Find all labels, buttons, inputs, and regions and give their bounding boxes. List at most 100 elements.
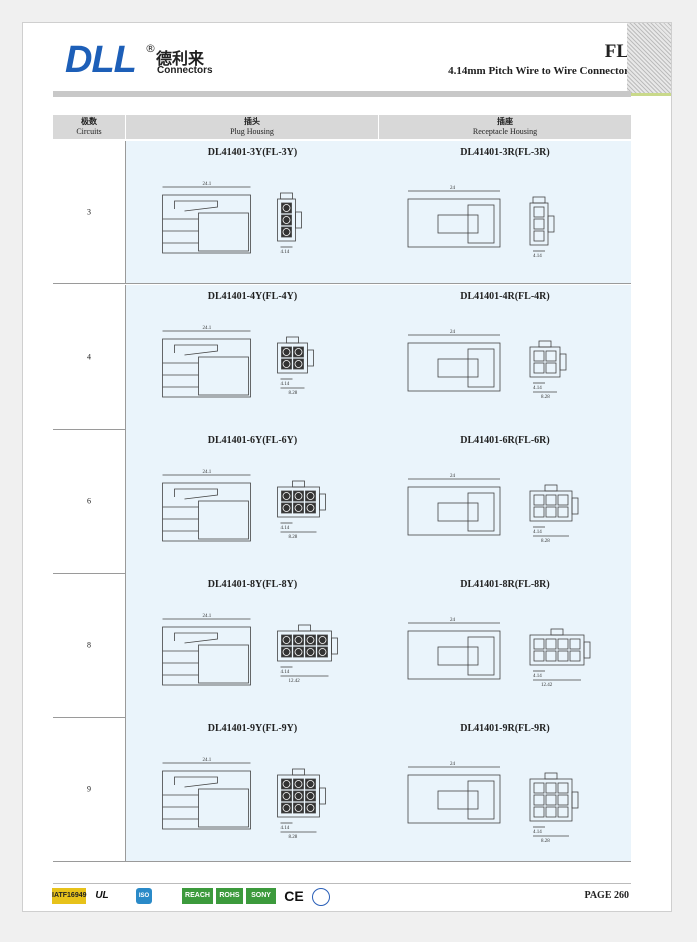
svg-text:8.28: 8.28 (541, 539, 550, 544)
logo-wordmark: DLL (65, 39, 137, 81)
circuits-cell: 6 (53, 429, 125, 573)
circuits-value: 8 (87, 640, 91, 650)
receptacle-cell: DL41401-4R(FL-4R) 24 4.14 8.28 (379, 285, 631, 429)
header-circuits: 极数 Circuits (53, 115, 125, 139)
circuits-cell: 8 (53, 573, 125, 717)
plug-drawing: 24.1 4.14 8.28 (162, 470, 326, 542)
plug-part-number: DL41401-9Y(FL-9Y) (207, 723, 298, 734)
cqc-icon (312, 888, 330, 906)
receptacle-part-number: DL41401-6R(FL-6R) (460, 435, 550, 446)
receptacle-drawing: 24 4.14 8.28 (407, 330, 567, 400)
svg-text:8.28: 8.28 (541, 395, 550, 400)
logo-subtext: Connectors (157, 65, 213, 76)
svg-text:12.42: 12.42 (289, 679, 301, 684)
svg-text:24.1: 24.1 (203, 326, 212, 331)
plug-cell: DL41401-8Y(FL-8Y) 24.1 4.14 12.42 (125, 573, 380, 717)
svg-text:12.42: 12.42 (541, 683, 553, 688)
corner-hatch (627, 23, 671, 93)
iso-icon: ISO (136, 888, 152, 904)
plug-drawing: 24.1 4.14 8.28 (162, 326, 314, 398)
header-circuits-cn: 极数 (81, 117, 97, 126)
plug-drawing: 24.1 4.14 (162, 182, 302, 255)
receptacle-drawing: 24 4.14 12.42 (407, 618, 591, 688)
svg-text:8.28: 8.28 (289, 535, 298, 540)
page-number: PAGE 260 (584, 890, 629, 901)
table-row: 3 DL41401-3Y(FL-3Y) 24.1 4.14 DL41401-3R(FL-… (53, 141, 631, 284)
reach-badge: REACH (182, 888, 213, 904)
svg-text:8.28: 8.28 (289, 391, 298, 396)
svg-text:4.14: 4.14 (281, 826, 290, 831)
svg-text:4.14: 4.14 (533, 830, 542, 835)
plug-cell: DL41401-6Y(FL-6Y) 24.1 4.14 8.28 (125, 429, 380, 573)
svg-text:24: 24 (450, 330, 456, 335)
header-rec-en: Receptacle Housing (472, 127, 538, 136)
iatf-badge: IATF16949 (52, 888, 87, 904)
plug-part-number: DL41401-8Y(FL-8Y) (207, 579, 298, 590)
rohs-badge: ROHS (216, 888, 243, 904)
header-plug-cn: 插头 (244, 117, 260, 126)
receptacle-drawing: 24 4.14 8.28 (407, 474, 579, 544)
circuits-value: 9 (87, 784, 91, 794)
svg-text:4.14: 4.14 (281, 670, 290, 675)
header-plug: 插头 Plug Housing (126, 115, 378, 139)
registered-mark: ® (145, 42, 156, 55)
svg-text:24.1: 24.1 (203, 182, 212, 187)
receptacle-drawing: 244.14 (407, 186, 555, 259)
svg-text:4.14: 4.14 (281, 382, 290, 387)
footer-divider (53, 883, 631, 884)
plug-drawing: 24.1 4.14 12.42 (162, 614, 338, 686)
circuits-value: 4 (87, 352, 91, 362)
receptacle-cell: DL41401-9R(FL-9R) 24 4.14 8.28 (379, 717, 631, 861)
svg-text:24: 24 (450, 186, 456, 191)
header-band (53, 91, 631, 97)
svg-text:8.28: 8.28 (541, 839, 550, 844)
receptacle-part-number: DL41401-3R(FL-3R) (460, 147, 550, 158)
plug-part-number: DL41401-4Y(FL-4Y) (207, 291, 298, 302)
header-circuits-en: Circuits (76, 127, 102, 136)
circuits-value: 6 (87, 496, 91, 506)
circuits-cell: 9 (53, 717, 125, 861)
ce-mark-icon: CE (282, 888, 306, 904)
svg-text:24: 24 (450, 474, 456, 479)
svg-text:24: 24 (450, 762, 456, 767)
svg-text:24.1: 24.1 (203, 614, 212, 619)
receptacle-cell: DL41401-8R(FL-8R) 24 4.14 12.42 (379, 573, 631, 717)
svg-text:24: 24 (450, 618, 456, 623)
catalog-page: DLL ® 德利来 Connectors FL 4.14mm Pitch Wir… (22, 22, 672, 912)
sony-green-partner-badge: SONY (246, 888, 276, 904)
page-subtitle: 4.14mm Pitch Wire to Wire Connector (448, 65, 629, 77)
receptacle-part-number: DL41401-4R(FL-4R) (460, 291, 550, 302)
receptacle-part-number: DL41401-9R(FL-9R) (460, 723, 550, 734)
svg-text:24.1: 24.1 (203, 470, 212, 475)
header-plug-en: Plug Housing (230, 127, 274, 136)
corner-accent-line (627, 93, 671, 96)
series-code: FL (604, 41, 629, 62)
receptacle-cell: DL41401-6R(FL-6R) 24 4.14 8.28 (379, 429, 631, 573)
svg-text:4.14: 4.14 (533, 386, 542, 391)
svg-text:4.14: 4.14 (281, 526, 290, 531)
logo-chinese: 德利来 (156, 49, 205, 68)
svg-text:8.28: 8.28 (289, 835, 298, 840)
plug-drawing: 24.1 4.14 8.28 (162, 758, 326, 840)
circuits-cell: 4 (53, 285, 125, 429)
svg-text:4.14: 4.14 (281, 250, 290, 255)
svg-text:24.1: 24.1 (203, 758, 212, 763)
receptacle-part-number: DL41401-8R(FL-8R) (460, 579, 550, 590)
plug-part-number: DL41401-6Y(FL-6Y) (207, 435, 298, 446)
plug-part-number: DL41401-3Y(FL-3Y) (207, 147, 298, 158)
header-rec-cn: 插座 (497, 117, 513, 126)
header-receptacle: 插座 Receptacle Housing (379, 115, 631, 139)
svg-text:4.14: 4.14 (533, 530, 542, 535)
circuits-cell: 3 (53, 141, 125, 283)
plug-cell: DL41401-9Y(FL-9Y) 24.1 4.14 8.28 (125, 717, 380, 861)
receptacle-drawing: 24 4.14 8.28 (407, 762, 579, 844)
plug-cell: DL41401-3Y(FL-3Y) 24.1 4.14 (125, 141, 380, 283)
svg-text:4.14: 4.14 (533, 674, 542, 679)
ul-icon: UL (92, 888, 112, 904)
circuits-value: 3 (87, 207, 91, 217)
